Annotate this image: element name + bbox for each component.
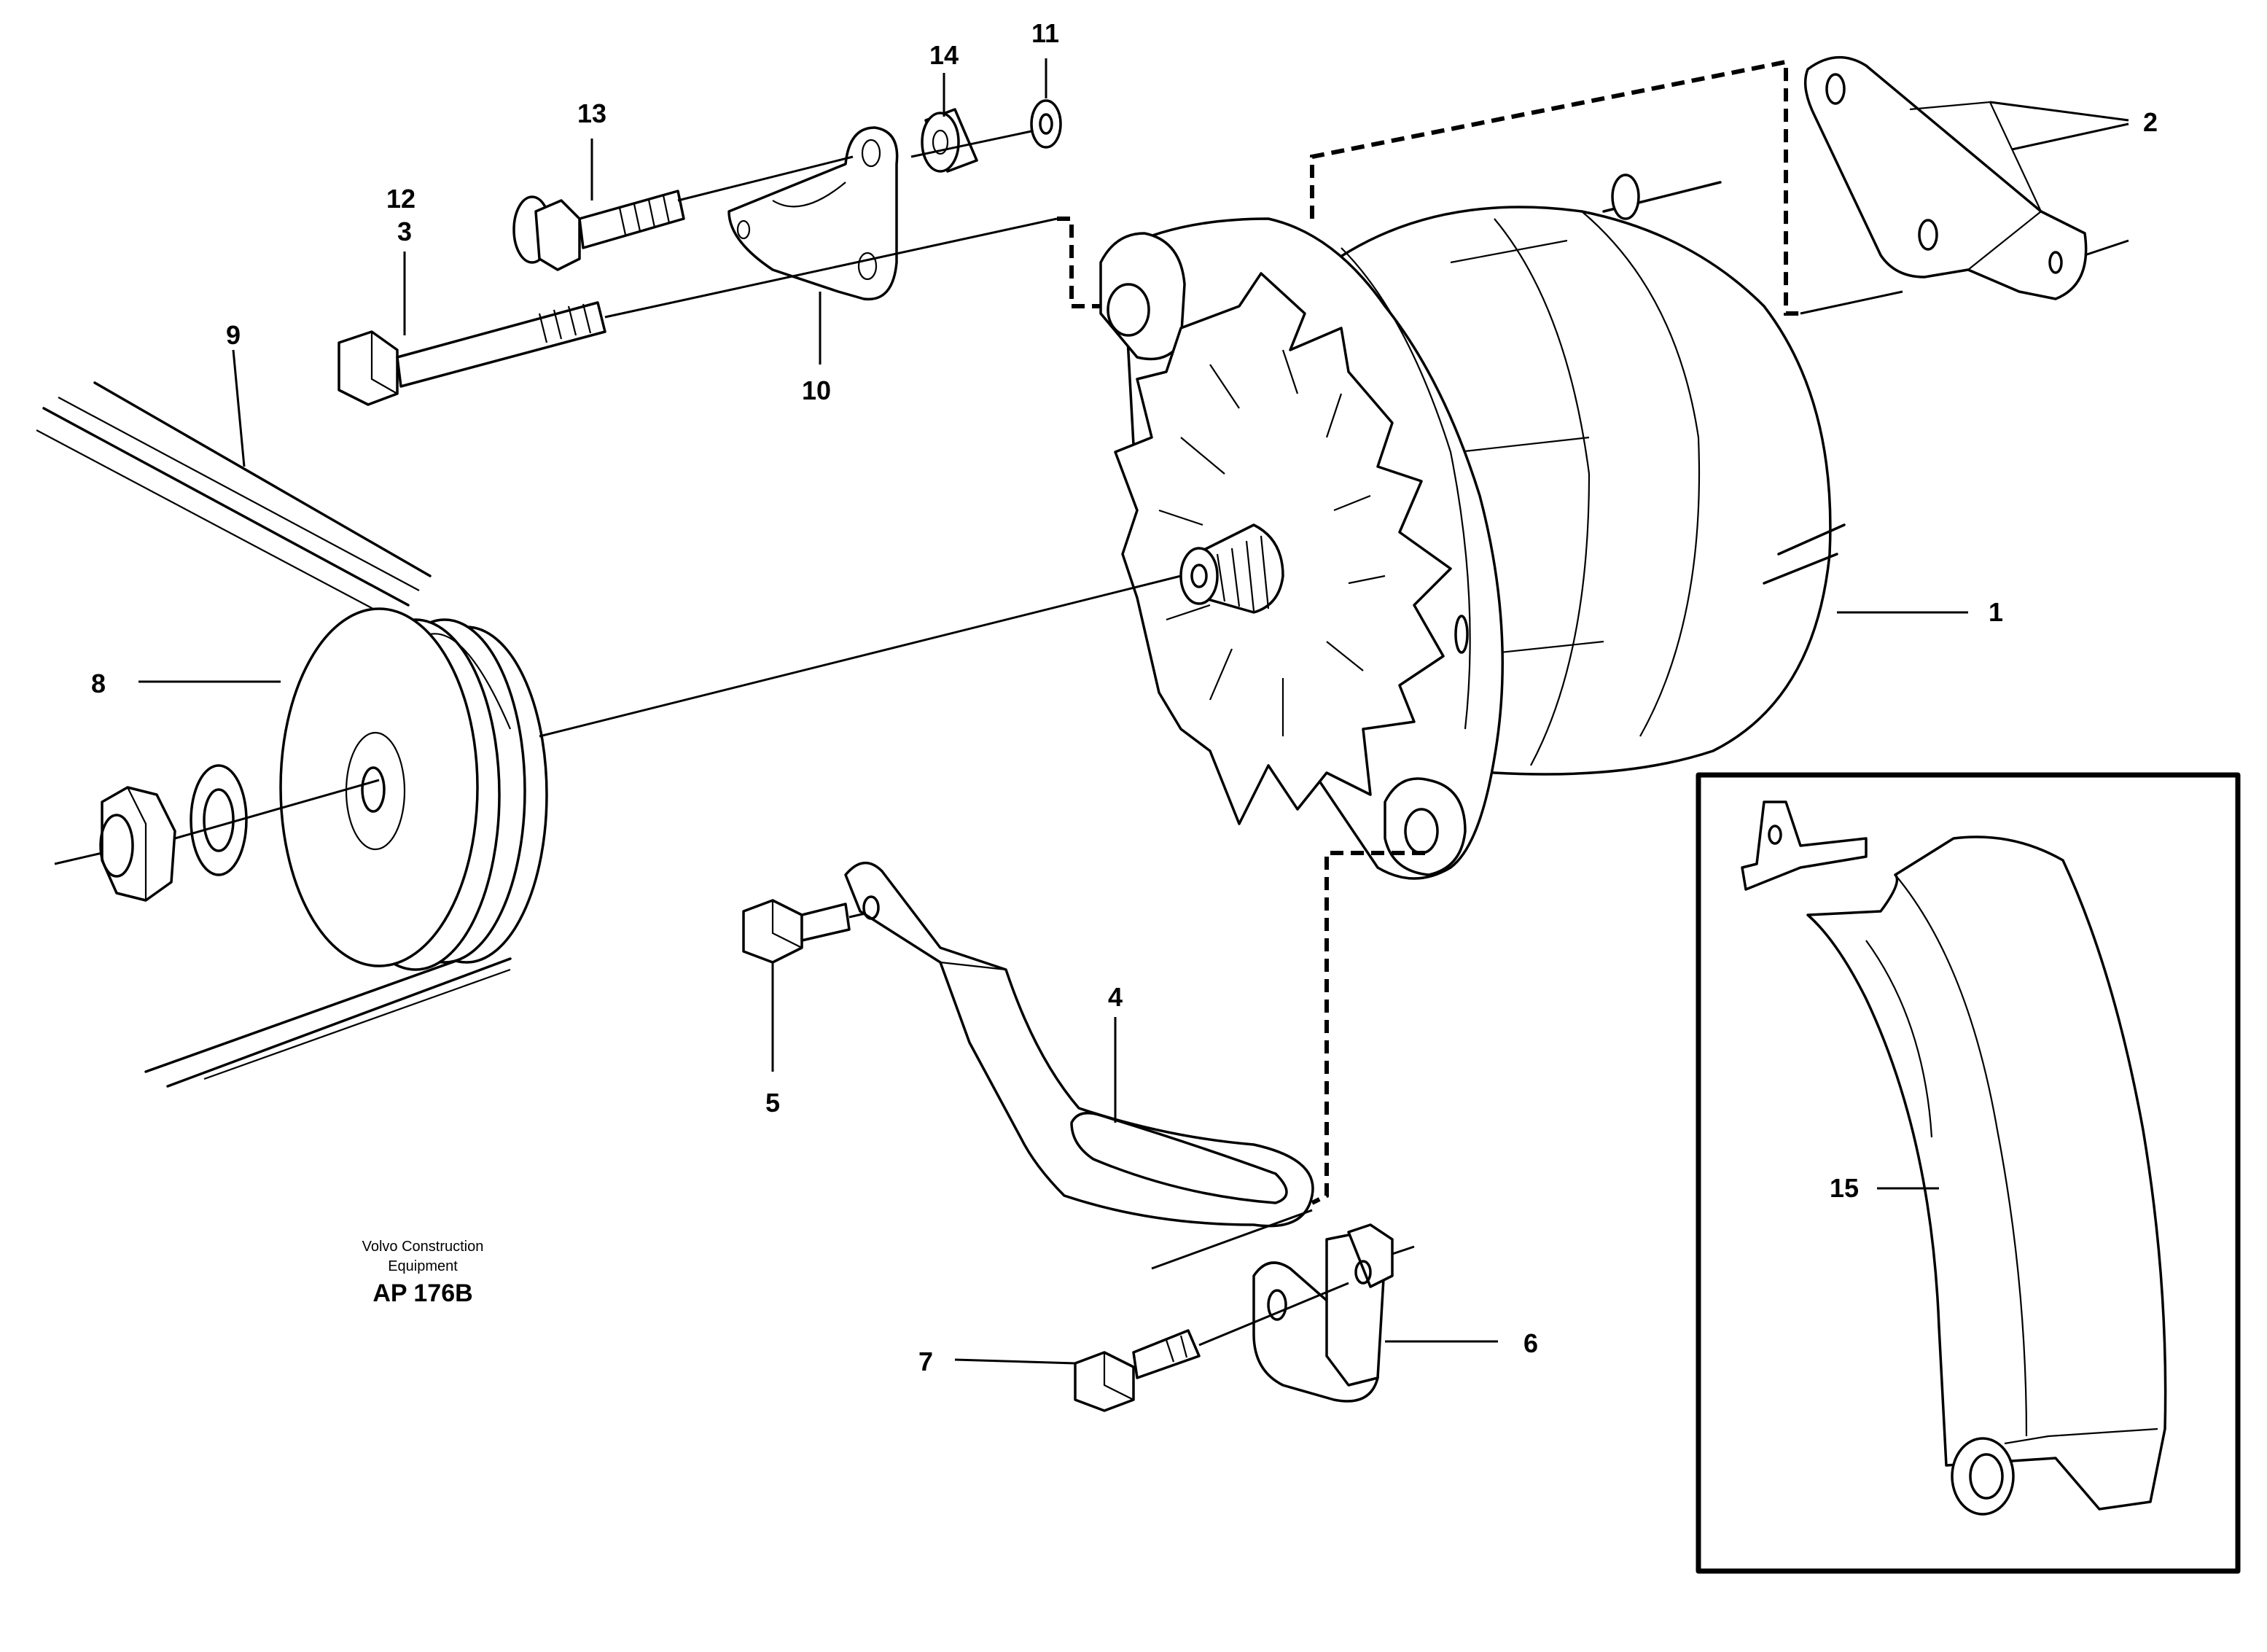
part-label-3: 3	[397, 217, 412, 246]
part-label-6: 6	[1523, 1328, 1538, 1358]
part-label-14: 14	[929, 40, 959, 70]
spacer-sleeve	[921, 108, 978, 173]
leader-9	[232, 349, 246, 467]
washer	[190, 764, 248, 876]
flange-bolt	[512, 190, 685, 271]
lower-bolt	[1074, 1329, 1201, 1412]
caption-line-2: Equipment	[388, 1258, 458, 1274]
support-bracket	[1803, 56, 2129, 300]
part-label-8: 8	[91, 669, 106, 698]
part-label-1: 1	[1989, 597, 2003, 627]
caption-line-1: Volvo Construction	[362, 1239, 484, 1255]
leader-7	[954, 1358, 1076, 1365]
bracket-bolt	[742, 899, 851, 964]
part-label-5: 5	[765, 1088, 780, 1118]
part-label-4: 4	[1108, 982, 1123, 1012]
part-label-9: 9	[226, 320, 241, 350]
drawing-code: AP 176B	[372, 1279, 472, 1307]
leader-2	[2011, 122, 2129, 151]
part-label-10: 10	[802, 375, 831, 405]
part-label-11: 11	[1031, 18, 1059, 48]
part-label-7: 7	[918, 1347, 933, 1376]
part-label-12: 12	[386, 184, 415, 214]
arm-bracket	[1252, 1223, 1415, 1403]
pulley	[279, 607, 548, 971]
nut	[99, 786, 176, 902]
long-bolt	[337, 301, 606, 406]
inset-frame	[1696, 772, 2241, 1574]
belt-guard	[1741, 800, 2167, 1516]
alternator	[1099, 174, 1846, 880]
part-label-2: 2	[2143, 107, 2158, 137]
part-label-15: 15	[1830, 1173, 1859, 1203]
adjusting-arm	[844, 861, 1314, 1228]
mounting-bracket	[727, 126, 899, 301]
drive-belt	[36, 381, 512, 1088]
small-washer	[1030, 99, 1062, 149]
part-label-13: 13	[577, 98, 606, 128]
